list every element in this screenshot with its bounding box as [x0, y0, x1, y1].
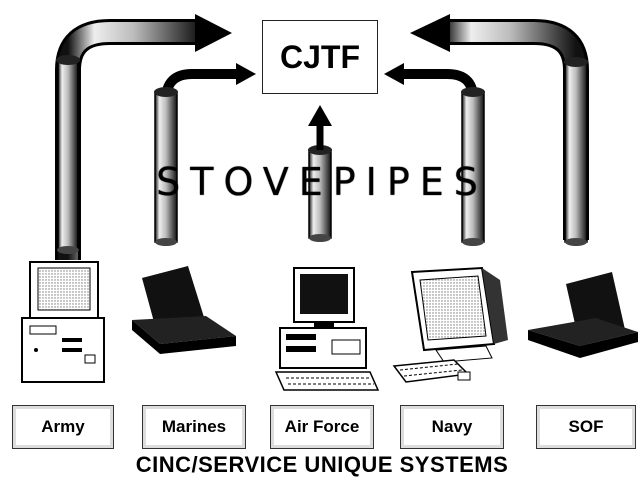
pipe-air-force	[308, 105, 332, 242]
marines-laptop-icon	[132, 266, 236, 354]
cjtf-box: CJTF	[262, 20, 378, 94]
pipe-sof	[410, 14, 589, 246]
army-computer-icon	[21, 261, 105, 383]
army-label: Army	[41, 417, 85, 436]
pipe-marines	[154, 63, 256, 246]
army-box: Army	[12, 405, 114, 449]
pipe-navy	[384, 63, 485, 246]
stovepipes-label: STOVEPIPES	[156, 160, 488, 204]
footer-caption: CINC/SERVICE UNIQUE SYSTEMS	[135, 452, 509, 477]
navy-box: Navy	[400, 405, 504, 449]
air-force-label: Air Force	[284, 417, 360, 436]
navy-computer-icon	[392, 266, 508, 383]
sof-label: SOF	[568, 417, 604, 436]
navy-label: Navy	[431, 417, 473, 436]
air-force-box: Air Force	[270, 405, 374, 449]
sof-laptop-icon	[528, 272, 638, 358]
sof-box: SOF	[536, 405, 636, 449]
marines-box: Marines	[142, 405, 246, 449]
air-force-computer-icon	[274, 267, 380, 391]
pipe-army	[55, 14, 232, 260]
cjtf-label: CJTF	[280, 38, 360, 75]
marines-label: Marines	[161, 417, 227, 436]
